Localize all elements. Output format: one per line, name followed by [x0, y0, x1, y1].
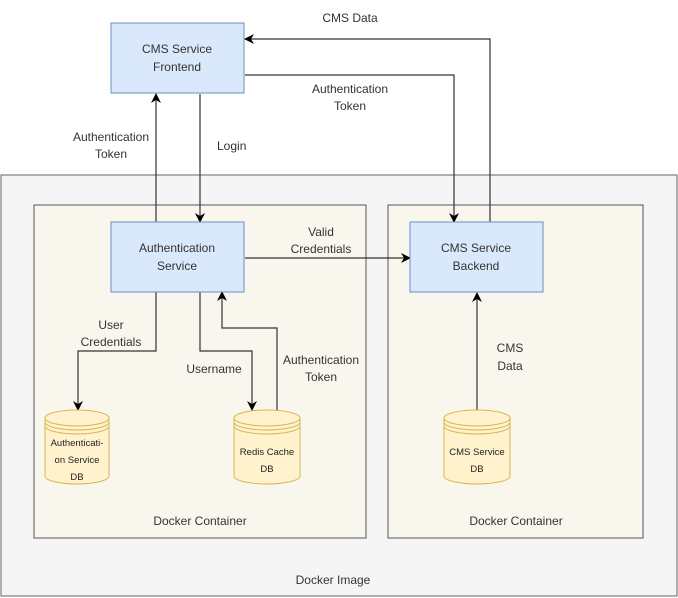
- node-cms-backend-label-2: Backend: [453, 259, 500, 273]
- docker-image-label: Docker Image: [296, 573, 371, 587]
- edge-label-valid-credentials-1: Valid: [308, 225, 334, 239]
- node-authentication-service[interactable]: Authentication Service: [110, 221, 245, 293]
- node-auth-service-label-2: Service: [157, 259, 197, 273]
- db-authentication-service[interactable]: Authenticati- on Service DB: [44, 409, 110, 485]
- edge-label-user-credentials-1: User: [98, 318, 123, 332]
- edge-label-login: Login: [217, 139, 246, 153]
- left-container-label: Docker Container: [153, 514, 246, 528]
- node-cms-backend[interactable]: CMS Service Backend: [409, 221, 544, 293]
- db-redis-label-1: Redis Cache: [240, 447, 294, 458]
- node-cms-frontend-label-1: CMS Service: [142, 42, 212, 56]
- edge-auth-token-from-redis: [217, 291, 278, 410]
- edge-username: [199, 292, 257, 411]
- edge-label-user-credentials-2: Credentials: [81, 335, 142, 349]
- edge-cms-data-to-frontend: [244, 34, 491, 222]
- db-auth-label-1: Authenticati-: [51, 438, 104, 449]
- edge-label-auth-token-top-2: Token: [334, 99, 366, 113]
- edge-label-auth-token-redis-1: Authentication: [283, 353, 359, 367]
- edge-label-cms-data-db-1: CMS: [497, 341, 524, 355]
- db-cms-label-2: DB: [470, 464, 483, 475]
- edge-auth-token-to-backend: [245, 74, 459, 223]
- edge-label-valid-credentials-2: Credentials: [291, 242, 352, 256]
- db-redis-label-2: DB: [260, 464, 273, 475]
- db-cms-label-1: CMS Service: [449, 447, 504, 458]
- edge-label-auth-token-top-1: Authentication: [312, 82, 388, 96]
- node-cms-frontend-label-2: Frontend: [153, 60, 201, 74]
- node-cms-backend-label-1: CMS Service: [441, 241, 511, 255]
- node-cms-frontend[interactable]: CMS Service Frontend: [110, 22, 245, 94]
- edge-label-cms-data-db-2: Data: [497, 359, 523, 373]
- edge-label-auth-token-left-1: Authentication: [73, 130, 149, 144]
- right-container-label: Docker Container: [469, 514, 562, 528]
- edge-user-credentials: [73, 292, 157, 411]
- edge-label-cms-data-top: CMS Data: [322, 11, 378, 25]
- edge-label-auth-token-left-2: Token: [95, 147, 127, 161]
- db-redis-cache[interactable]: Redis Cache DB: [233, 409, 301, 485]
- db-auth-label-2: on Service: [55, 455, 100, 466]
- db-cms-service[interactable]: CMS Service DB: [443, 409, 511, 485]
- edge-label-username: Username: [186, 362, 242, 376]
- node-auth-service-label-1: Authentication: [139, 241, 215, 255]
- edge-label-auth-token-redis-2: Token: [305, 370, 337, 384]
- db-auth-label-3: DB: [70, 472, 83, 483]
